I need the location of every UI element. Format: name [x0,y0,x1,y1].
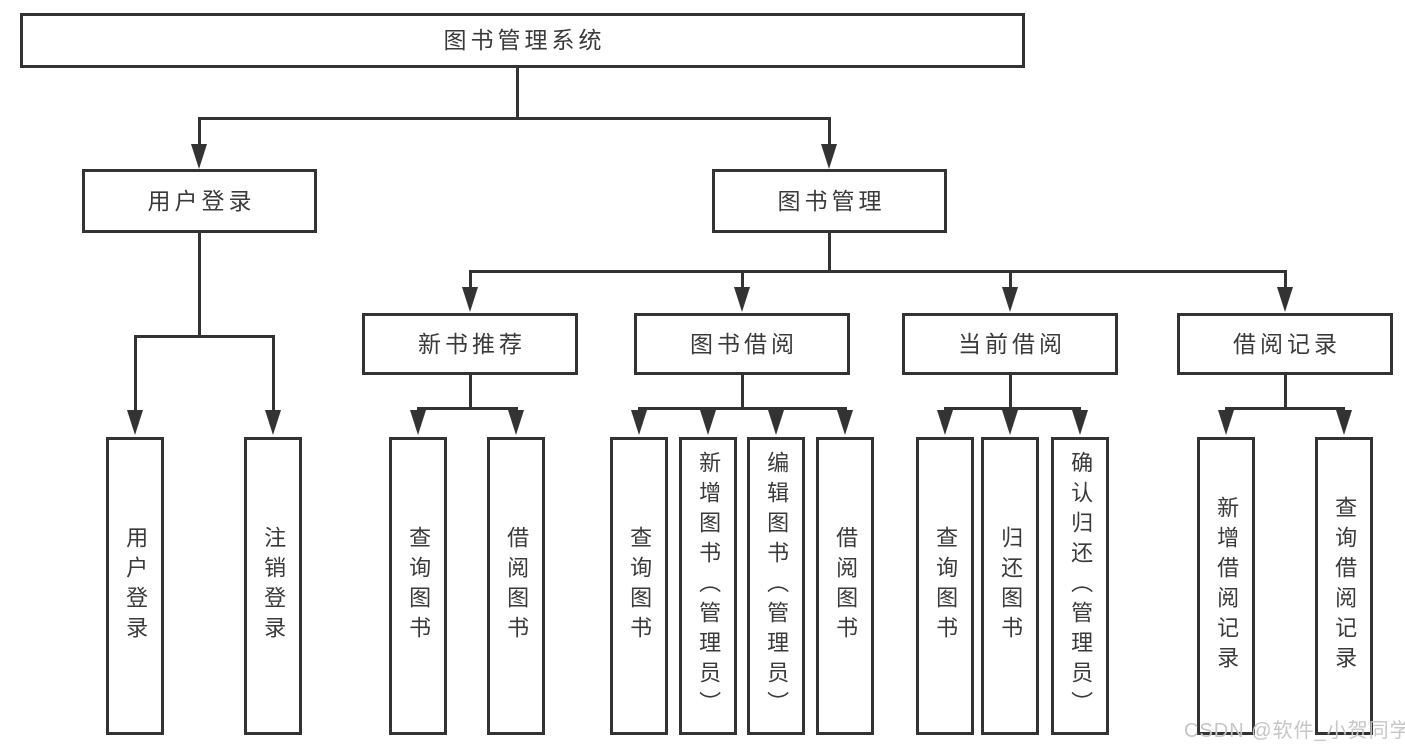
leaf-borrow-books: 借阅图书 [816,437,874,735]
leaf-edit-books-admin-label: 编辑图书（管理员） [764,451,790,721]
connector-user-login-branch [134,335,275,338]
node-book-borrow: 图书借阅 [634,313,850,375]
arrow-down-icon [191,144,207,169]
leaf-recommend-borrow-books: 借阅图书 [487,437,545,735]
arrow-down-icon [508,410,524,435]
leaf-recommend-borrow-books-label: 借阅图书 [504,526,530,646]
leaf-logout: 注销登录 [244,437,302,735]
csdn-watermark: CSDN @软件_小贺同学 [1184,720,1405,742]
arrow-down-icon [1002,287,1018,312]
node-borrow-records-label: 借阅记录 [1233,330,1341,357]
arrow-down-icon [1002,410,1018,435]
node-book-borrow-label: 图书借阅 [690,330,798,357]
node-borrow-records: 借阅记录 [1177,313,1393,375]
connector-new-book-rec-stem [469,375,472,407]
leaf-edit-books-admin: 编辑图书（管理员） [747,437,805,735]
connector-new-book-rec-branch [417,407,518,410]
connector-root-to-user-login-stub [198,117,201,147]
connector-to-borrow-records-stub [1284,270,1287,287]
connector-to-book-borrow-stub [741,270,744,287]
leaf-borrow-query-books: 查询图书 [610,437,668,735]
arrow-down-icon [127,410,143,435]
arrow-down-icon [700,410,716,435]
leaf-recommend-query-books-label: 查询图书 [406,526,432,646]
leaf-add-borrow-record: 新增借阅记录 [1197,437,1255,735]
arrow-down-icon [1072,410,1088,435]
leaf-query-borrow-record-label: 查询借阅记录 [1332,496,1358,676]
leaf-confirm-return-admin-label: 确认归还（管理员） [1068,451,1094,721]
node-user-login-label: 用户登录 [147,187,256,214]
connector-book-management-stem [828,233,831,270]
arrow-down-icon [837,410,853,435]
arrow-down-icon [1336,410,1352,435]
connector-book-borrow-stem [741,375,744,407]
node-current-borrow: 当前借阅 [902,313,1118,375]
leaf-borrow-books-label: 借阅图书 [833,526,859,646]
leaf-confirm-return-admin: 确认归还（管理员） [1051,437,1109,735]
arrow-down-icon [631,410,647,435]
connector-borrow-records-branch [1225,407,1345,410]
connector-to-current-borrow-stub [1009,270,1012,287]
leaf-return-books: 归还图书 [981,437,1039,735]
connector-root-to-book-management-stub [828,117,831,147]
node-library-management-system-label: 图书管理系统 [443,27,606,53]
connector-current-borrow-branch [944,407,1081,410]
arrow-down-icon [768,410,784,435]
node-current-borrow-label: 当前借阅 [958,330,1066,357]
leaf-return-books-label: 归还图书 [998,526,1024,646]
node-user-login: 用户登录 [82,169,317,233]
leaf-logout-label: 注销登录 [261,526,287,646]
leaf-current-query-books-label: 查询图书 [933,526,959,646]
leaf-current-query-books: 查询图书 [916,437,974,735]
node-new-book-recommend: 新书推荐 [362,313,578,375]
connector-borrow-records-stem [1284,375,1287,407]
leaf-add-books-admin: 新增图书（管理员） [679,437,737,735]
arrow-down-icon [734,287,750,312]
node-library-management-system: 图书管理系统 [20,13,1025,68]
connector-user-login-leaf1-stub [134,335,137,411]
node-book-management: 图书管理 [712,169,947,233]
connector-book-borrow-branch [638,407,847,410]
arrow-down-icon [937,410,953,435]
leaf-recommend-query-books: 查询图书 [389,437,447,735]
leaf-add-books-admin-label: 新增图书（管理员） [696,451,722,721]
leaf-user-login: 用户登录 [106,437,164,735]
leaf-add-borrow-record-label: 新增借阅记录 [1214,496,1240,676]
leaf-borrow-query-books-label: 查询图书 [627,526,653,646]
connector-to-new-book-rec-stub [469,270,472,287]
connector-user-login-leaf2-stub [272,335,275,411]
connector-user-login-stem [198,233,201,335]
arrow-down-icon [1218,410,1234,435]
leaf-user-login-label: 用户登录 [123,526,149,646]
node-new-book-recommend-label: 新书推荐 [418,330,526,357]
arrow-down-icon [410,410,426,435]
leaf-query-borrow-record: 查询借阅记录 [1315,437,1373,735]
arrow-down-icon [265,410,281,435]
node-book-management-label: 图书管理 [777,187,886,214]
connector-root-branch [198,117,831,120]
connector-book-management-branch [469,270,1287,273]
connector-current-borrow-stem [1009,375,1012,407]
connector-root-stem [516,68,519,117]
arrow-down-icon [1277,287,1293,312]
arrow-down-icon [462,287,478,312]
arrow-down-icon [821,144,837,169]
